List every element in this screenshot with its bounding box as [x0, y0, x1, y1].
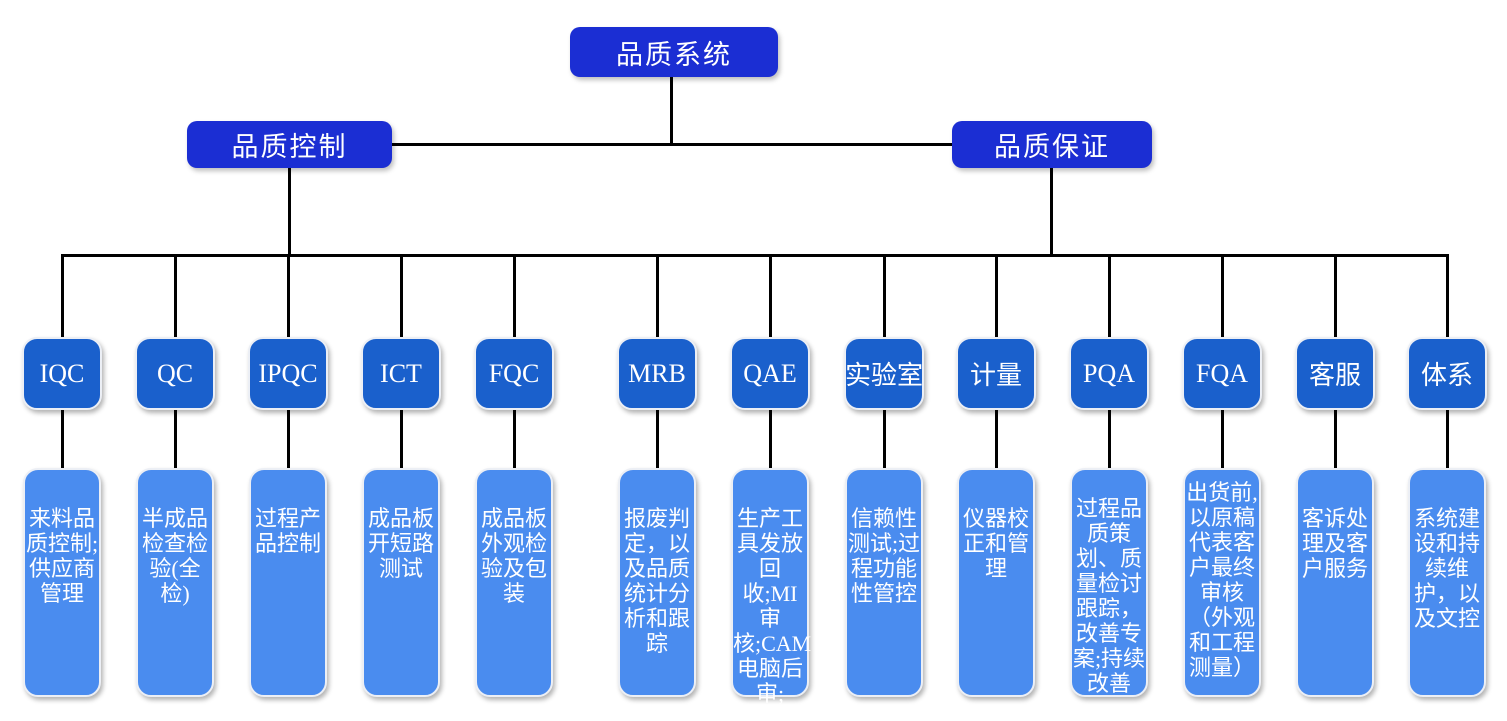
desc-ict: 成品板开短路测试 [362, 468, 440, 697]
connector-qae-to-desc [768, 410, 772, 468]
org-column-lab: 实验室 信赖性测试;过程功能性管控 [844, 254, 924, 697]
desc-customer-service: 客诉处理及客户服务 [1296, 468, 1374, 697]
connector-iqc-to-desc [60, 410, 64, 468]
node-qc-label: QC [156, 358, 194, 388]
desc-fqc: 成品板外观检验及包装 [475, 468, 553, 697]
org-column-system: 体系 系统建设和持续维护，以及文控 [1407, 254, 1487, 697]
org-column-ict: ICT 成品板开短路测试 [361, 254, 441, 697]
node-ict-label: ICT [380, 358, 422, 388]
node-fqc: FQC [474, 337, 554, 410]
node-pqa: PQA [1069, 337, 1149, 410]
node-qae-label: QAE [743, 358, 797, 388]
desc-mrb: 报废判定，以及品质统计分析和跟踪 [618, 468, 696, 697]
connector-root-drop [670, 77, 673, 143]
desc-iqc: 来料品质控制;供应商管理 [23, 468, 101, 697]
node-ict: ICT [361, 337, 441, 410]
desc-qc: 半成品检查检验(全检) [136, 468, 214, 697]
node-quality-control-label: 品质控制 [231, 132, 348, 162]
desc-qae: 生产工具发放回收;MI审核;CAM电脑后审; [731, 468, 811, 706]
node-quality-control: 品质控制 [187, 121, 392, 168]
connector-bus-to-ipqc [286, 254, 290, 337]
connector-bus-to-qc [173, 254, 177, 337]
node-fqa: FQA [1182, 337, 1262, 410]
org-column-ipqc: IPQC 过程产品控制 [248, 254, 328, 697]
node-qae: QAE [730, 337, 810, 410]
org-column-iqc: IQC 来料品质控制;供应商管理 [22, 254, 102, 697]
org-column-fqc: FQC 成品板外观检验及包装 [474, 254, 554, 697]
connector-ict-to-desc [399, 410, 403, 468]
node-iqc: IQC [22, 337, 102, 410]
node-lab-label: 实验室 [845, 361, 924, 390]
node-metrology-label: 计量 [969, 361, 1022, 390]
org-column-mrb: MRB 报废判定，以及品质统计分析和跟踪 [617, 254, 697, 697]
connector-bus-to-mrb [655, 254, 659, 337]
connector-qc-to-desc [173, 410, 177, 468]
connector-branch-horizontal [392, 143, 953, 146]
connector-bus-to-ict [399, 254, 403, 337]
node-ipqc-label: IPQC [258, 358, 318, 388]
connector-pqa-to-desc [1107, 410, 1111, 468]
node-mrb: MRB [617, 337, 697, 410]
desc-fqa: 出货前,以原稿代表客户最终审核（外观和工程测量） [1183, 468, 1261, 697]
org-column-qae: QAE 生产工具发放回收;MI审核;CAM电脑后审; [730, 254, 811, 706]
node-iqc-label: IQC [39, 358, 85, 388]
desc-lab: 信赖性测试;过程功能性管控 [845, 468, 923, 697]
desc-metrology: 仪器校正和管理 [957, 468, 1035, 697]
connector-bus-to-fqa [1220, 254, 1224, 337]
node-qc: QC [135, 337, 215, 410]
node-customer-service-label: 客服 [1308, 361, 1361, 390]
connector-bus-to-fqc [512, 254, 516, 337]
connector-bus-to-iqc [60, 254, 64, 337]
node-metrology: 计量 [956, 337, 1036, 410]
org-column-qc: QC 半成品检查检验(全检) [135, 254, 215, 697]
node-system: 体系 [1407, 337, 1487, 410]
org-column-pqa: PQA 过程品质策划、质量检讨跟踪，改善专案;持续改善 [1069, 254, 1149, 697]
connector-lab-to-desc [882, 410, 886, 468]
node-lab: 实验室 [844, 337, 924, 410]
connector-bus-to-lab [882, 254, 886, 337]
connector-ipqc-to-desc [286, 410, 290, 468]
node-quality-assurance: 品质保证 [952, 121, 1152, 168]
org-column-customer-service: 客服 客诉处理及客户服务 [1295, 254, 1375, 697]
connector-quality-assurance-drop [1050, 168, 1053, 255]
connector-children-bus [61, 254, 1449, 257]
desc-ipqc: 过程产品控制 [249, 468, 327, 697]
connector-mrb-to-desc [655, 410, 659, 468]
node-fqc-label: FQC [488, 358, 540, 388]
connector-system-to-desc [1445, 410, 1449, 468]
desc-system: 系统建设和持续维护，以及文控 [1408, 468, 1486, 697]
connector-bus-to-metrology [994, 254, 998, 337]
connector-bus-to-qae [768, 254, 772, 337]
node-fqa-label: FQA [1195, 358, 1248, 388]
connector-fqc-to-desc [512, 410, 516, 468]
connector-bus-to-pqa [1107, 254, 1111, 337]
node-ipqc: IPQC [248, 337, 328, 410]
desc-pqa: 过程品质策划、质量检讨跟踪，改善专案;持续改善 [1070, 468, 1148, 697]
node-quality-assurance-label: 品质保证 [994, 132, 1110, 162]
node-quality-system-label: 品质系统 [616, 39, 732, 70]
node-system-label: 体系 [1420, 361, 1473, 390]
node-customer-service: 客服 [1295, 337, 1375, 410]
node-quality-system: 品质系统 [570, 27, 778, 77]
connector-bus-to-customer-service [1333, 254, 1337, 337]
node-mrb-label: MRB [628, 358, 686, 388]
connector-customer-service-to-desc [1333, 410, 1337, 468]
connector-metrology-to-desc [994, 410, 998, 468]
connector-fqa-to-desc [1220, 410, 1224, 468]
org-column-fqa: FQA 出货前,以原稿代表客户最终审核（外观和工程测量） [1182, 254, 1262, 697]
org-column-metrology: 计量 仪器校正和管理 [956, 254, 1036, 697]
connector-bus-to-system [1445, 254, 1449, 337]
node-pqa-label: PQA [1082, 358, 1135, 388]
connector-quality-control-drop [288, 168, 291, 255]
